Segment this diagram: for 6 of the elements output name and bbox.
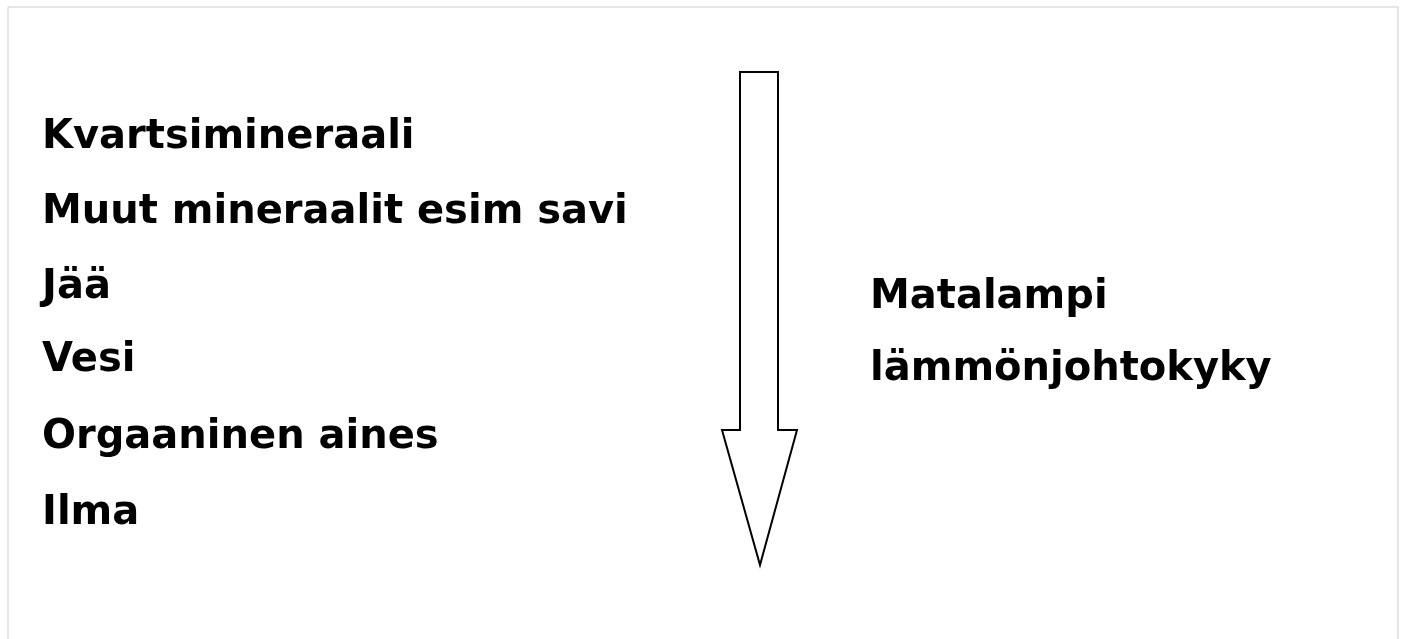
list-item-text: Orgaaninen aines	[42, 410, 439, 458]
list-item-text: Muut mineraalit esim savi	[42, 185, 628, 233]
list-item-text: Vesi	[42, 333, 136, 381]
result-text: Matalampi lämmönjohtokyky	[870, 270, 1273, 391]
list-item-text: Ilma	[42, 486, 140, 534]
list-item-text: Kvartsimineraali	[42, 110, 415, 158]
